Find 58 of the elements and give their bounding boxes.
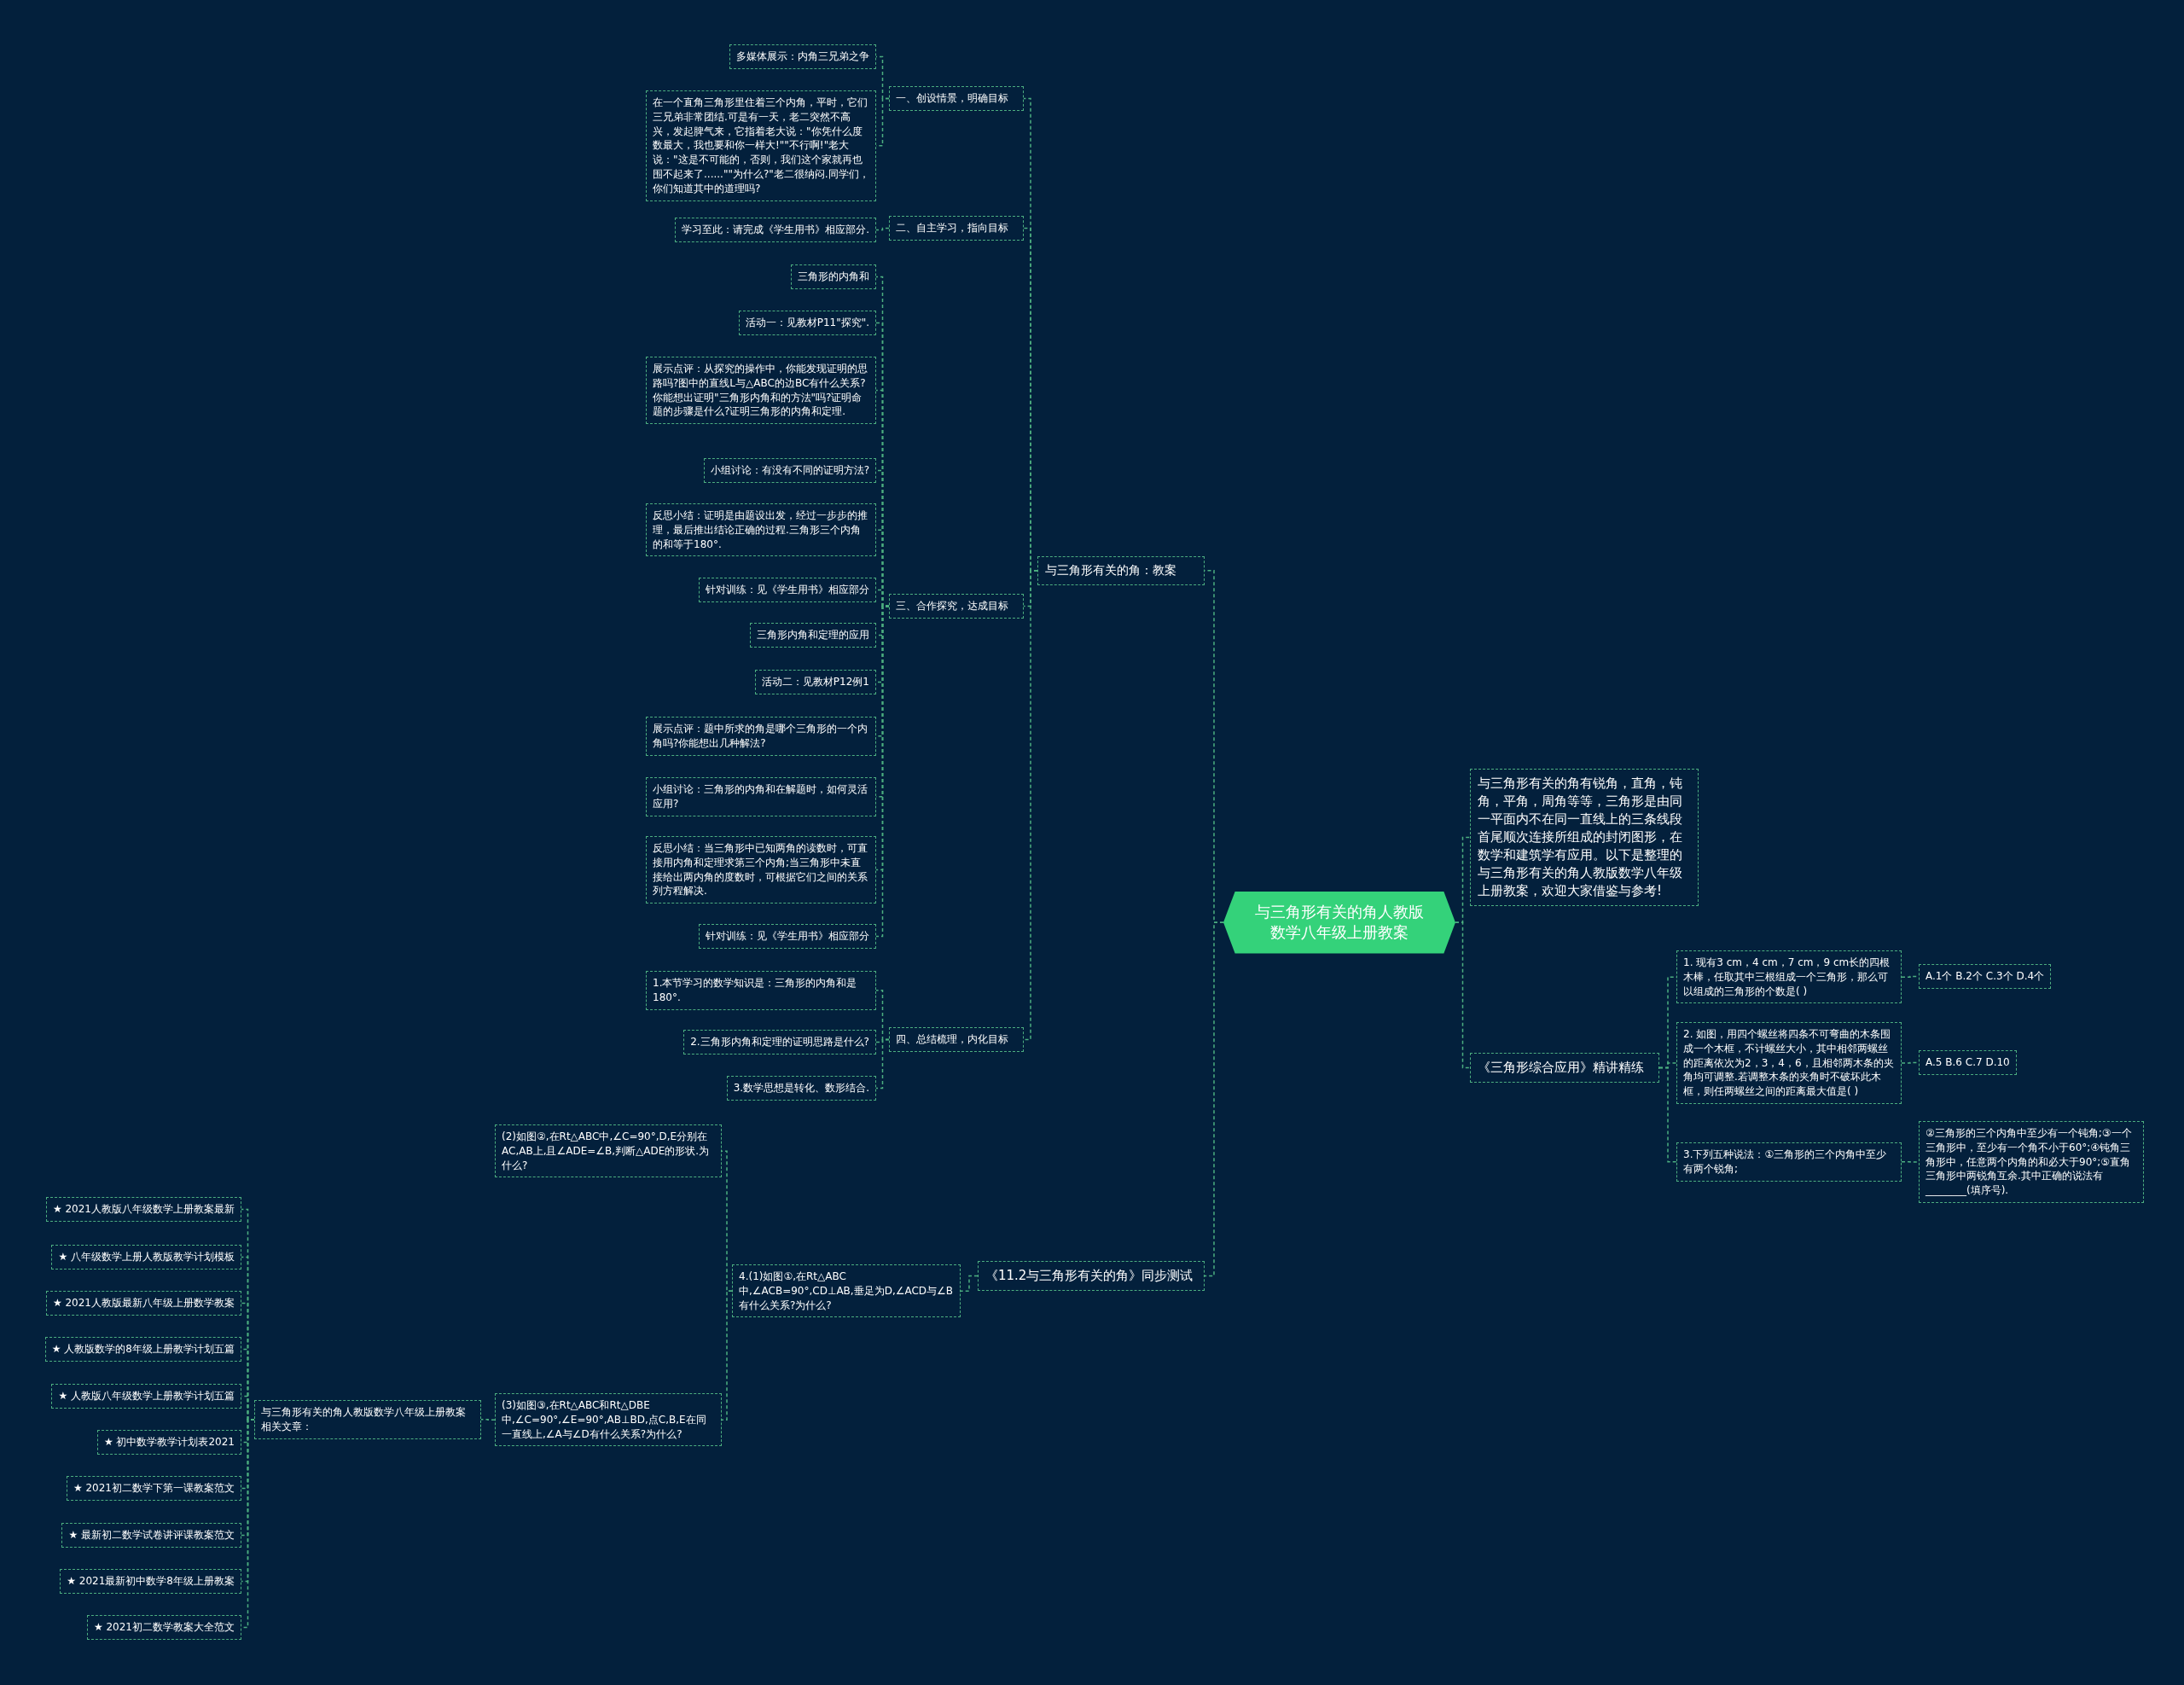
topic-box: 《11.2与三角形有关的角》同步测试 [978, 1261, 1205, 1291]
topic-box: ★ 2021初二数学下第一课教案范文 [66, 1476, 241, 1501]
topic-box: (3)如图③,在Rt△ABC和Rt△DBE中,∠C=90°,∠E=90°,AB⊥BD,点C,B,E在同一直线上,∠A与∠D有什么关系?为什么? [495, 1393, 722, 1447]
topic-box: ★ 八年级数学上册人教版教学计划模板 [51, 1245, 241, 1270]
topic-box: A.1个 B.2个 C.3个 D.4个 [1919, 964, 2052, 989]
topic-box: 2.三角形内角和定理的证明思路是什么? [683, 1030, 876, 1055]
topic-box: 与三角形有关的角有锐角，直角，钝角，平角，周角等等，三角形是由同一平面内不在同一直线上的三条线段首尾顺次连接所组成的封闭图形，在数学和建筑学有应用。以下是整理的与三角形有关的角人教版数学八年级上册教案，欢迎大家借鉴与参考! [1470, 769, 1699, 906]
topic-box: 2. 如图，用四个螺丝将四条不可弯曲的木条围成一个木框，不计螺丝大小，其中相邻两螺丝的距离依次为2，3，4，6，且相邻两木条的夹角均可调整.若调整木条的夹角时不破坏此木框，则任两螺丝之间的距离最大值是( ) [1676, 1022, 1902, 1104]
topic-box: 反思小结：当三角形中已知两角的读数时，可直接用内角和定理求第三个内角;当三角形中未直接给出两内角的度数时，可根据它们之间的关系列方程解决. [646, 836, 876, 904]
topic-box: 四、总结梳理，内化目标 [889, 1027, 1024, 1052]
topic-box: ★ 初中数学教学计划表2021 [96, 1430, 241, 1455]
topic-box: 针对训练：见《学生用书》相应部分 [699, 578, 876, 602]
topic-box: 三角形的内角和 [791, 264, 876, 289]
topic-box: ★ 2021最新初中数学8年级上册教案 [60, 1569, 241, 1594]
topic-box: 与三角形有关的角：教案 [1037, 556, 1205, 585]
connector-line [875, 1038, 890, 1089]
topic-box: 展示点评：从探究的操作中，你能发现证明的思路吗?图中的直线L与△ABC的边BC有什么关系?你能想出证明"三角形内角和的方法"吗?证明命题的步骤是什么?证明三角形的内角和定理. [646, 357, 876, 425]
topic-box: 3.下列五种说法：①三角形的三个内角中至少有两个锐角; [1676, 1142, 1902, 1182]
connector-line [1023, 570, 1038, 1041]
connector-line [480, 1419, 496, 1421]
topic-box: ★ 人教版数学的8年级上册教学计划五篇 [44, 1337, 241, 1362]
topic-box: ★ 2021人教版八年级数学上册教案最新 [45, 1197, 241, 1222]
topic-box: 小组讨论：有没有不同的证明方法? [703, 458, 876, 483]
topic-box: 学习至此：请完成《学生用书》相应部分. [675, 218, 876, 242]
topic-box: 三、合作探究，达成目标 [889, 594, 1024, 619]
central-topic: 与三角形有关的角人教版数学八年级上册教案 [1223, 892, 1455, 954]
topic-box: 多媒体展示：内角三兄弟之争 [729, 44, 876, 69]
topic-box: 4.(1)如图①,在Rt△ABC中,∠ACB=90°,CD⊥AB,垂足为D,∠ACD与∠B有什么关系?为什么? [732, 1264, 961, 1318]
topic-box: 三角形内角和定理的应用 [750, 623, 876, 648]
topic-box: 活动一：见教材P11"探究". [738, 311, 876, 335]
topic-box: ★ 2021初二数学教案大全范文 [86, 1615, 241, 1640]
topic-box: 1. 现有3 cm，4 cm，7 cm，9 cm长的四根木棒，任取其中三根组成一个三角形，那么可以组成的三角形的个数是( ) [1676, 950, 1902, 1004]
connector-line [960, 1275, 979, 1292]
connector-line [875, 227, 890, 231]
connector-line [1901, 1161, 1920, 1163]
topic-box: (2)如图②,在Rt△ABC中,∠C=90°,D,E分别在AC,AB上,且∠ADE=∠B,判断△ADE的形状.为什么? [495, 1124, 722, 1178]
topic-box: 针对训练：见《学生用书》相应部分 [699, 924, 876, 949]
topic-box: 一、创设情景，明确目标 [889, 86, 1024, 111]
topic-box: ★ 人教版八年级数学上册教学计划五篇 [51, 1384, 241, 1409]
topic-box: 展示点评：题中所求的角是哪个三角形的一个内角吗?你能想出几种解法? [646, 717, 876, 756]
topic-box: 1.本节学习的数学知识是：三角形的内角和是180°. [646, 971, 876, 1010]
connector-line [875, 605, 890, 938]
topic-box: ★ 2021人教版最新八年级上册数学教案 [45, 1291, 241, 1316]
topic-box: A.5 B.6 C.7 D.10 [1919, 1050, 2017, 1075]
topic-box: 与三角形有关的角人教版数学八年级上册教案相关文章： [254, 1400, 481, 1439]
connector-line [1455, 921, 1471, 1069]
topic-box: 小组讨论：三角形的内角和在解题时，如何灵活应用? [646, 777, 876, 816]
topic-box: 3.数学思想是转化、数形结合. [726, 1076, 876, 1101]
topic-box: 活动二：见教材P12例1 [754, 670, 876, 694]
topic-box: 反思小结：证明是由题设出发，经过一步步的推理，最后推出结论正确的过程.三角形三个内角的和等于180°. [646, 503, 876, 557]
topic-box: ②三角形的三个内角中至少有一个钝角;③一个三角形中，至少有一个角不小于60°;④钝角三角形中，任意两个内角的和必大于90°;⑤直角三角形中两锐角互余.其中正确的说法有________(填序号). [1919, 1121, 2144, 1203]
connector-line [1658, 1066, 1677, 1163]
topic-box: 《三角形综合应用》精讲精练 [1470, 1053, 1659, 1083]
connector-line [721, 1290, 733, 1421]
topic-box: 二、自主学习，指向目标 [889, 216, 1024, 241]
topic-box: ★ 最新初二数学试卷讲评课教案范文 [61, 1523, 241, 1548]
connector-line [1204, 921, 1224, 1277]
topic-box: 在一个直角三角形里住着三个内角，平时，它们三兄弟非常团结.可是有一天，老二突然不高兴，发起脾气来，它指着老大说："你凭什么度数最大，我也要和你一样大!""不行啊!"老大说："这是不可能的，否则，我们这个家就再也围不起来了......""为什么?"老二很纳闷.同学们，你们知道其中的道理吗? [646, 90, 876, 201]
